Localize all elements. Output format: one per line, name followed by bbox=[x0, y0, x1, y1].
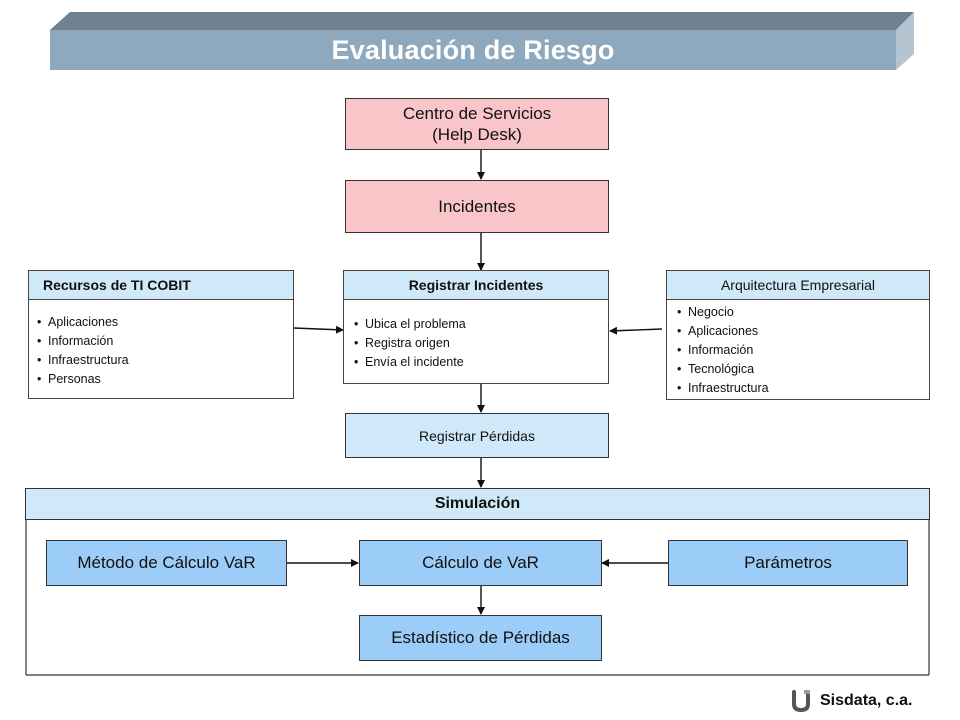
sisdata-logo-icon bbox=[792, 690, 810, 713]
page-title: Evaluación de Riesgo bbox=[331, 34, 615, 65]
simulacion-header: Simulación bbox=[25, 488, 930, 520]
arrow-recursos-registrar bbox=[293, 325, 344, 334]
parametros-label: Parámetros bbox=[744, 553, 832, 572]
centro-servicios-line2: (Help Desk) bbox=[432, 125, 522, 144]
list-item: Ubica el problema bbox=[354, 315, 608, 334]
list-item: Envía el incidente bbox=[354, 353, 608, 372]
banner-shape bbox=[50, 12, 914, 70]
calculo-var-box: Cálculo de VaR bbox=[359, 540, 602, 586]
arrow-arquitectura-registrar bbox=[609, 326, 663, 335]
simulacion-frame bbox=[25, 519, 930, 676]
list-item: Tecnológica bbox=[677, 360, 929, 379]
registrar-perdidas-box: Registrar Pérdidas bbox=[345, 413, 609, 458]
arquitectura-card: Arquitectura Empresarial Negocio Aplicac… bbox=[666, 270, 930, 400]
recursos-ti-header: Recursos de TI COBIT bbox=[29, 271, 293, 300]
recursos-ti-card: Recursos de TI COBIT Aplicaciones Inform… bbox=[28, 270, 294, 399]
company-name: Sisdata, c.a. bbox=[820, 692, 913, 709]
centro-servicios-line1: Centro de Servicios bbox=[402, 104, 552, 123]
centro-servicios-box: Centro de Servicios (Help Desk) bbox=[345, 98, 609, 150]
list-item: Infraestructura bbox=[37, 351, 293, 370]
list-item: Personas bbox=[37, 370, 293, 389]
registrar-perdidas-label: Registrar Pérdidas bbox=[419, 427, 535, 444]
list-item: Negocio bbox=[677, 303, 929, 322]
list-item: Información bbox=[37, 332, 293, 351]
arquitectura-title: Arquitectura Empresarial bbox=[720, 277, 876, 293]
arquitectura-list: Negocio Aplicaciones Información Tecnoló… bbox=[667, 300, 929, 398]
list-item: Infraestructura bbox=[677, 379, 929, 398]
parametros-box: Parámetros bbox=[668, 540, 908, 586]
list-item: Registra origen bbox=[354, 334, 608, 353]
registrar-incidentes-card: Registrar Incidentes Ubica el problema R… bbox=[343, 270, 609, 384]
list-item: Aplicaciones bbox=[677, 322, 929, 341]
incidentes-label: Incidentes bbox=[438, 196, 516, 216]
arquitectura-header: Arquitectura Empresarial bbox=[667, 271, 929, 300]
incidentes-box: Incidentes bbox=[345, 180, 609, 233]
calculo-var-label: Cálculo de VaR bbox=[422, 553, 539, 572]
list-item: Información bbox=[677, 341, 929, 360]
metodo-calculo-var-label: Método de Cálculo VaR bbox=[77, 553, 256, 572]
metodo-calculo-var-box: Método de Cálculo VaR bbox=[46, 540, 287, 586]
estadistico-perdidas-label: Estadístico de Pérdidas bbox=[391, 628, 570, 647]
title-banner: Evaluación de Riesgo bbox=[0, 0, 960, 80]
estadistico-perdidas-box: Estadístico de Pérdidas bbox=[359, 615, 602, 661]
list-item: Aplicaciones bbox=[37, 313, 293, 332]
footer: Sisdata, c.a. bbox=[790, 688, 913, 714]
recursos-ti-list: Aplicaciones Información Infraestructura… bbox=[29, 300, 293, 389]
registrar-incidentes-list: Ubica el problema Registra origen Envía … bbox=[344, 300, 608, 372]
registrar-incidentes-header: Registrar Incidentes bbox=[344, 271, 608, 300]
registrar-incidentes-title: Registrar Incidentes bbox=[408, 277, 544, 293]
simulacion-title: Simulación bbox=[434, 495, 521, 512]
recursos-ti-title: Recursos de TI COBIT bbox=[43, 277, 191, 293]
